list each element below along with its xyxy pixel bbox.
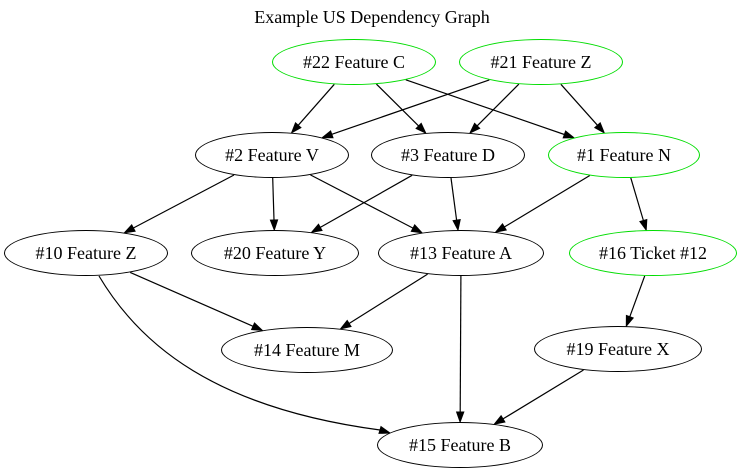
arrowhead-21-to-3 bbox=[468, 122, 481, 135]
graph-node-2: #2 Feature V bbox=[195, 132, 349, 178]
arrowhead-13-to-14 bbox=[339, 319, 352, 330]
graph-node-label: #22 Feature C bbox=[303, 51, 405, 72]
edge-22-to-3 bbox=[375, 83, 420, 127]
graph-node-label: #1 Feature N bbox=[577, 144, 671, 165]
edge-21-to-3 bbox=[476, 83, 520, 127]
graph-node-21: #21 Feature Z bbox=[459, 39, 623, 85]
edge-21-to-1 bbox=[560, 83, 598, 126]
graph-node-15: #15 Feature B bbox=[377, 422, 543, 468]
graph-node-10: #10 Feature Z bbox=[4, 230, 168, 276]
graph-node-label: #16 Ticket #12 bbox=[598, 242, 708, 263]
graph-node-label: #14 Feature M bbox=[254, 339, 360, 360]
arrowhead-1-to-16 bbox=[639, 218, 648, 232]
graph-node-16: #16 Ticket #12 bbox=[569, 230, 737, 276]
edge-3-to-13 bbox=[450, 177, 458, 221]
graph-node-label: #10 Feature Z bbox=[35, 242, 137, 263]
edge-2-to-13 bbox=[310, 174, 414, 229]
arrowhead-2-to-10 bbox=[123, 224, 136, 234]
arrowhead-21-to-2 bbox=[320, 130, 334, 139]
graph-node-label: #13 Feature A bbox=[410, 242, 512, 263]
edge-10-to-15 bbox=[98, 275, 381, 431]
edge-22-to-2 bbox=[297, 83, 335, 126]
graph-node-label: #20 Feature Y bbox=[223, 242, 327, 263]
edge-13-to-15 bbox=[459, 275, 462, 413]
arrowhead-2-to-20 bbox=[269, 219, 279, 232]
edge-13-to-14 bbox=[348, 273, 428, 325]
arrowhead-21-to-1 bbox=[593, 122, 606, 134]
edge-16-to-19 bbox=[629, 275, 646, 317]
arrowhead-10-to-14 bbox=[250, 322, 264, 332]
arrowhead-16-to-19 bbox=[625, 314, 635, 328]
edge-2-to-10 bbox=[133, 174, 235, 229]
arrowhead-2-to-13 bbox=[410, 224, 424, 234]
graph-node-label: #3 Feature D bbox=[401, 144, 495, 165]
graph-node-22: #22 Feature C bbox=[272, 39, 436, 85]
edge-2-to-20 bbox=[272, 177, 275, 221]
graph-node-19: #19 Feature X bbox=[534, 326, 702, 372]
edge-22-to-1 bbox=[405, 79, 565, 136]
edge-10-to-14 bbox=[129, 271, 254, 327]
arrowhead-1-to-13 bbox=[494, 223, 507, 233]
edge-1-to-16 bbox=[630, 177, 644, 221]
edge-21-to-2 bbox=[331, 79, 490, 135]
graph-node-label: #21 Feature Z bbox=[490, 51, 592, 72]
graph-node-20: #20 Feature Y bbox=[191, 230, 359, 276]
graph-node-3: #3 Feature D bbox=[371, 132, 525, 178]
graph-title: Example US Dependency Graph bbox=[254, 7, 490, 27]
edge-1-to-13 bbox=[503, 174, 591, 228]
arrowhead-10-to-15 bbox=[378, 425, 392, 434]
edge-3-to-20 bbox=[320, 174, 413, 228]
graph-node-label: #2 Feature V bbox=[225, 144, 319, 165]
edge-19-to-15 bbox=[502, 369, 584, 420]
graph-node-14: #14 Feature M bbox=[221, 327, 393, 373]
arrowhead-3-to-13 bbox=[452, 219, 461, 232]
arrowhead-22-to-2 bbox=[290, 122, 302, 134]
graph-node-13: #13 Feature A bbox=[378, 230, 544, 276]
graph-node-1: #1 Feature N bbox=[548, 132, 700, 178]
arrowhead-19-to-15 bbox=[493, 414, 506, 425]
graph-node-label: #15 Feature B bbox=[409, 434, 511, 455]
arrowhead-3-to-20 bbox=[310, 223, 323, 234]
arrowhead-22-to-1 bbox=[562, 130, 576, 139]
graph-node-label: #19 Feature X bbox=[566, 338, 670, 359]
arrowhead-22-to-3 bbox=[415, 122, 427, 135]
arrowhead-13-to-15 bbox=[455, 411, 465, 424]
